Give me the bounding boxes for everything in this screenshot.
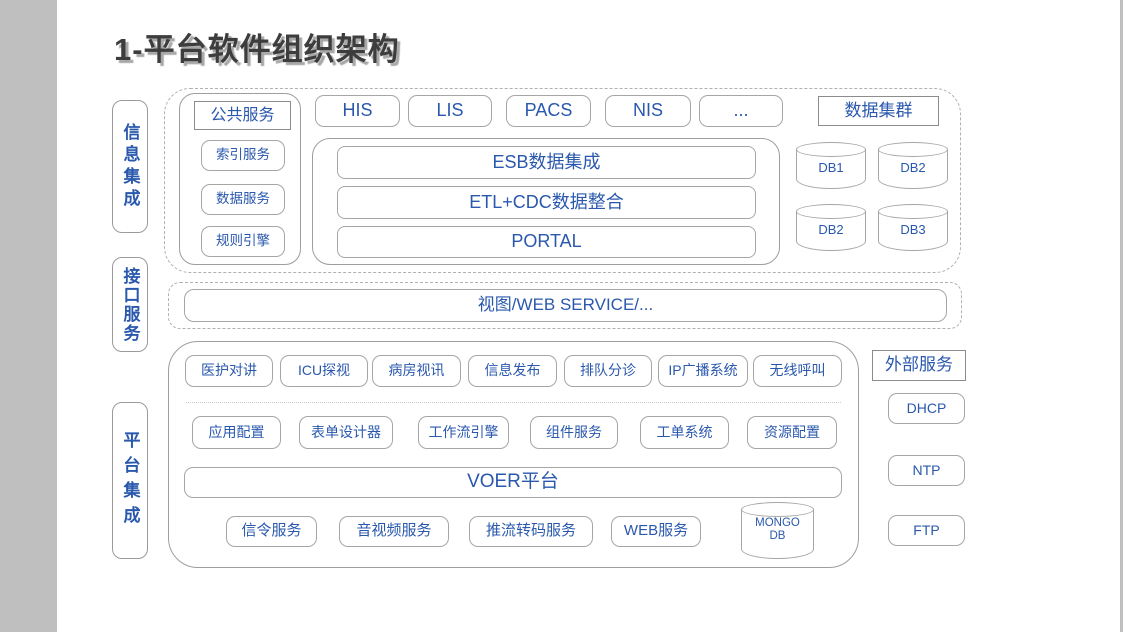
mongodb-cylinder: MONGO DB — [741, 502, 814, 559]
box-work-order-system: 工单系统 — [640, 416, 729, 449]
box-dhcp: DHCP — [888, 393, 965, 424]
box-audio-video-service: 音视频服务 — [339, 516, 449, 547]
box-pacs-system: PACS — [506, 95, 591, 127]
mongodb-cylinder-body — [741, 509, 814, 559]
db2-label: DB2 — [900, 160, 926, 175]
db3-label: DB3 — [900, 222, 926, 237]
section-label-info-integration: 信息集成 — [112, 100, 148, 233]
page-title: 1-平台软件组织架构 — [114, 32, 400, 67]
db2b-cylinder-top — [796, 204, 866, 219]
box-portal: PORTAL — [337, 226, 756, 258]
box-index-service: 索引服务 — [201, 140, 285, 171]
public-services-container — [179, 93, 301, 265]
integration-stack-container — [312, 138, 780, 265]
public-services-title: 公共服务 — [194, 101, 291, 130]
box-more-systems: ... — [699, 95, 783, 127]
mongodb-label: MONGO DB — [755, 517, 800, 543]
box-resource-config: 资源配置 — [747, 416, 837, 449]
box-his-system: HIS — [315, 95, 400, 127]
box-wireless-call: 无线呼叫 — [753, 355, 842, 387]
db1-cylinder-top — [796, 142, 866, 157]
info-integration-container — [164, 88, 961, 273]
box-signaling-service: 信令服务 — [226, 516, 317, 547]
box-component-service: 组件服务 — [530, 416, 618, 449]
left-margin-band — [0, 0, 57, 632]
db1-label: DB1 — [818, 160, 844, 175]
box-ftp: FTP — [888, 515, 965, 546]
box-workflow-engine: 工作流引擎 — [418, 416, 509, 449]
mongodb-cylinder-top — [741, 502, 814, 517]
box-voer-platform: VOER平台 — [184, 467, 842, 498]
box-web-service: WEB服务 — [611, 516, 701, 547]
box-ward-video: 病房视讯 — [372, 355, 461, 387]
section-label-interface-services: 接口服务 — [112, 257, 148, 352]
right-margin-band — [1120, 0, 1123, 632]
platform-integration-container — [168, 341, 859, 568]
external-services-title: 外部服务 — [872, 350, 966, 381]
db1-cylinder: DB1 — [796, 142, 866, 189]
box-icu-visit: ICU探视 — [280, 355, 368, 387]
db3-cylinder: DB3 — [878, 204, 948, 251]
box-etl-cdc-integration: ETL+CDC数据整合 — [337, 186, 756, 219]
data-cluster-title: 数据集群 — [818, 96, 939, 126]
box-nis-system: NIS — [605, 95, 691, 127]
box-stream-transcode-service: 推流转码服务 — [469, 516, 593, 547]
box-medical-intercom: 医护对讲 — [185, 355, 273, 387]
box-form-designer: 表单设计器 — [299, 416, 393, 449]
db2-cylinder-top — [878, 142, 948, 157]
db2b-label: DB2 — [818, 222, 844, 237]
box-view-web-service: 视图/WEB SERVICE/... — [184, 289, 947, 322]
box-data-service: 数据服务 — [201, 184, 285, 215]
box-rule-engine: 规则引擎 — [201, 226, 285, 257]
box-lis-system: LIS — [408, 95, 492, 127]
section-label-platform-integration: 平台集成 — [112, 402, 148, 559]
interface-services-container — [168, 282, 962, 329]
box-app-config: 应用配置 — [192, 416, 281, 449]
db2b-cylinder: DB2 — [796, 204, 866, 251]
box-ip-broadcast: IP广播系统 — [658, 355, 748, 387]
box-info-publishing: 信息发布 — [468, 355, 557, 387]
box-esb-integration: ESB数据集成 — [337, 146, 756, 179]
db2-cylinder: DB2 — [878, 142, 948, 189]
row-divider-dotted — [186, 402, 841, 403]
box-queue-triage: 排队分诊 — [564, 355, 652, 387]
box-ntp: NTP — [888, 455, 965, 486]
db3-cylinder-top — [878, 204, 948, 219]
